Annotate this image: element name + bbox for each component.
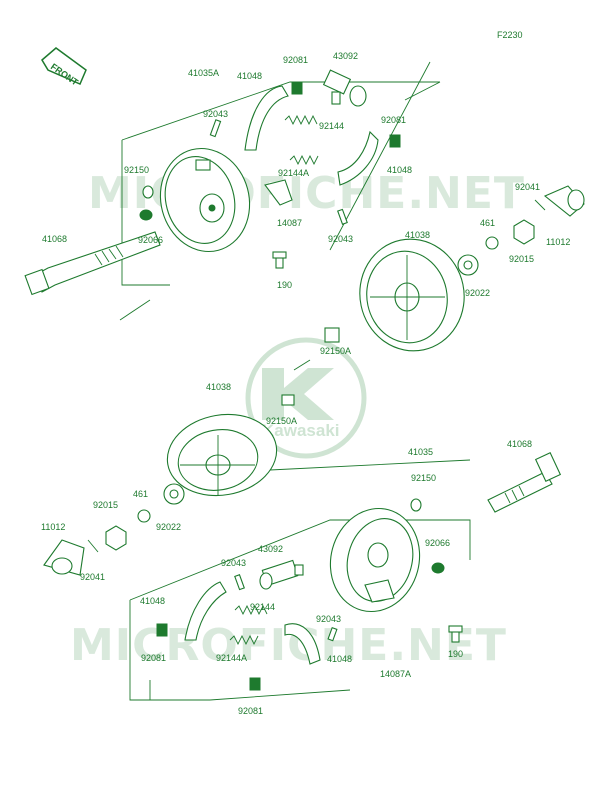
label-92041-top: 92041 [515, 182, 540, 192]
backing-plate [159, 147, 251, 253]
top-assembly [24, 61, 585, 371]
label-92150-top: 92150 [124, 165, 149, 175]
label-41035a: 41035A [188, 68, 219, 78]
brake-drum-bottom [166, 413, 278, 497]
label-41048-lower: 41048 [387, 165, 412, 175]
axle-shaft-bottom [487, 452, 562, 513]
front-arrow-icon: FRONT [41, 47, 87, 88]
label-92043-lower-b: 92043 [316, 614, 341, 624]
label-190-bottom: 190 [448, 649, 463, 659]
axle-shaft [24, 231, 161, 296]
label-92043-top-b: 92043 [221, 558, 246, 568]
label-92043-lower: 92043 [328, 234, 353, 244]
backing-plate-bottom [329, 507, 421, 613]
label-92066-bottom: 92066 [425, 538, 450, 548]
label-41038-bottom: 41038 [206, 382, 231, 392]
label-43092-bottom: 43092 [258, 544, 283, 554]
label-41048-upper-b: 41048 [140, 596, 165, 606]
label-92022-top: 92022 [465, 288, 490, 298]
label-92081-bottom-b: 92081 [238, 706, 263, 716]
label-92144a-top: 92144A [278, 168, 309, 178]
label-92022-bottom: 92022 [156, 522, 181, 532]
valve-92150a [324, 327, 340, 343]
brake-drum-top [359, 238, 465, 352]
label-11012-bottom: 11012 [41, 522, 65, 532]
spring-92144a-bottom [229, 634, 259, 646]
label-41048-lower-b: 41048 [327, 654, 352, 664]
shoe-lower [337, 130, 379, 186]
label-92150-bottom: 92150 [411, 473, 436, 483]
label-41035-bottom: 41035 [408, 447, 433, 457]
shoe-upper [244, 85, 289, 151]
label-92066-top: 92066 [138, 235, 163, 245]
label-461-bottom: 461 [133, 489, 148, 499]
figure-code: F2230 [497, 30, 523, 40]
label-92144-bottom: 92144 [250, 602, 275, 612]
label-41048-upper: 41048 [237, 71, 262, 81]
label-461-top: 461 [480, 218, 495, 228]
cap-92066-bottom [431, 562, 445, 574]
nut-92015 [513, 219, 535, 245]
nut-92015-bottom [105, 525, 127, 551]
label-92144-top: 92144 [319, 121, 344, 131]
shoe-lower-bottom [284, 623, 321, 665]
spring-92144-bottom [234, 604, 268, 616]
cam-43092 [322, 69, 367, 107]
label-92081-top: 92081 [283, 55, 308, 65]
label-92150a-bottom: 92150A [266, 416, 297, 426]
top-labels: 41035A 41048 92081 43092 92043 92144 920… [42, 51, 570, 356]
label-41068-bottom: 41068 [507, 439, 532, 449]
bottom-assembly [43, 394, 562, 701]
label-11012-top: 11012 [546, 237, 570, 247]
label-92081-left-b: 92081 [141, 653, 166, 663]
label-92043-top: 92043 [203, 109, 228, 119]
label-43092-top: 43092 [333, 51, 358, 61]
shoe-upper-bottom [184, 581, 227, 641]
bottom-labels: 41038 92150A 41035 41068 92150 461 92015… [41, 382, 532, 716]
label-41038-top: 41038 [405, 230, 430, 240]
spring-92144 [284, 114, 318, 126]
label-190-top: 190 [277, 280, 292, 290]
kawasaki-logo: Kawasaki [245, 337, 367, 459]
label-92081-right: 92081 [381, 115, 406, 125]
label-14087-top: 14087 [277, 218, 302, 228]
label-92015-bottom: 92015 [93, 500, 118, 510]
label-92144a-bottom: 92144A [216, 653, 247, 663]
spring-92144a [289, 154, 319, 166]
cam-43092-bottom [259, 559, 304, 590]
label-92150a-top: 92150A [320, 346, 351, 356]
label-92015-top: 92015 [509, 254, 534, 264]
logo-text: Kawasaki [262, 421, 340, 440]
label-92041-bottom: 92041 [80, 572, 105, 582]
cap-92066 [139, 209, 153, 221]
label-14087a-bottom: 14087A [380, 669, 411, 679]
label-41068-top: 41068 [42, 234, 67, 244]
